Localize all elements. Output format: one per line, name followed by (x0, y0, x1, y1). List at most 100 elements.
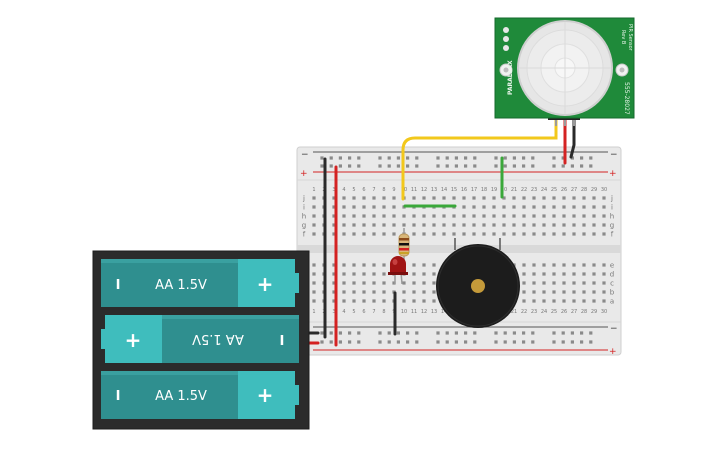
breadboard-hole (582, 232, 586, 236)
breadboard-hole (332, 223, 336, 227)
breadboard-rail-hole (589, 340, 593, 344)
buzzer-center (471, 279, 485, 293)
breadboard-rail-hole (320, 331, 324, 335)
breadboard-hole (482, 196, 486, 200)
led[interactable] (388, 256, 408, 285)
row-letter: h (302, 213, 306, 221)
column-number: 3 (332, 187, 335, 193)
breadboard-hole (462, 232, 466, 236)
breadboard-hole (452, 214, 456, 218)
breadboard-hole (462, 214, 466, 218)
breadboard-hole (392, 205, 396, 209)
column-number: 29 (591, 187, 597, 193)
row-letter: f (303, 231, 306, 239)
breadboard-hole (572, 299, 576, 303)
column-number: 14 (441, 309, 447, 315)
breadboard-hole (572, 263, 576, 267)
breadboard-hole (412, 214, 416, 218)
column-number: 10 (401, 309, 407, 315)
column-number: 24 (541, 309, 547, 315)
breadboard-rail-hole (415, 340, 419, 344)
breadboard-hole (362, 214, 366, 218)
breadboard-hole (332, 281, 336, 285)
breadboard-rail-hole (512, 331, 516, 335)
breadboard-rail-hole (494, 156, 498, 160)
column-number: 23 (531, 309, 537, 315)
breadboard-rail-hole (378, 164, 382, 168)
breadboard-rail-hole (522, 340, 526, 344)
breadboard-hole (582, 263, 586, 267)
breadboard-hole (362, 281, 366, 285)
breadboard-rail-hole (378, 331, 382, 335)
battery-cell-3-label: AA 1.5V (155, 389, 207, 404)
breadboard-hole (492, 214, 496, 218)
rail-plus-top-left: + (300, 169, 308, 179)
breadboard-hole (412, 299, 416, 303)
rail-plus-top-right: + (609, 169, 617, 179)
breadboard-hole (432, 263, 436, 267)
breadboard-hole (372, 290, 376, 294)
breadboard-rail-hole (338, 164, 342, 168)
breadboard-hole (592, 196, 596, 200)
breadboard-hole (562, 299, 566, 303)
battery-pack[interactable]: AA 1.5V + I AA 1.5V + I AA 1.5V + I (92, 250, 310, 430)
breadboard-hole (562, 281, 566, 285)
column-number: 8 (382, 187, 385, 193)
breadboard-rail-hole (454, 156, 458, 160)
breadboard-rail-hole (348, 340, 352, 344)
column-number: 5 (352, 187, 355, 193)
resistor[interactable] (398, 228, 410, 262)
row-letter: c (610, 280, 614, 288)
breadboard-hole (422, 281, 426, 285)
breadboard-hole (522, 272, 526, 276)
column-number: 14 (441, 187, 447, 193)
breadboard-hole (442, 232, 446, 236)
breadboard-hole (592, 205, 596, 209)
breadboard-hole (452, 232, 456, 236)
breadboard-rail-hole (436, 164, 440, 168)
breadboard-hole (312, 196, 316, 200)
breadboard-hole (382, 214, 386, 218)
breadboard-hole (412, 272, 416, 276)
row-letter: j (302, 195, 305, 203)
breadboard-rail-hole (512, 164, 516, 168)
breadboard-rail-hole (473, 340, 477, 344)
breadboard-hole (362, 223, 366, 227)
breadboard-hole (542, 290, 546, 294)
breadboard-hole (342, 205, 346, 209)
wire-yellow-signal (401, 118, 558, 201)
breadboard-rail-hole (348, 331, 352, 335)
breadboard-hole (392, 223, 396, 227)
breadboard-hole (542, 232, 546, 236)
piezo-buzzer[interactable] (436, 238, 520, 328)
breadboard-hole (542, 281, 546, 285)
breadboard-rail-hole (589, 331, 593, 335)
breadboard-hole (592, 223, 596, 227)
breadboard-hole (422, 232, 426, 236)
breadboard-rail-hole (406, 164, 410, 168)
breadboard-hole (352, 272, 356, 276)
breadboard-hole (422, 263, 426, 267)
breadboard-hole (372, 299, 376, 303)
column-number: 29 (591, 309, 597, 315)
column-number: 15 (451, 187, 457, 193)
breadboard-hole (352, 263, 356, 267)
breadboard-rail-hole (531, 164, 535, 168)
breadboard-rail-hole (357, 331, 361, 335)
breadboard-hole (512, 205, 516, 209)
breadboard-rail-hole (580, 164, 584, 168)
column-number: 13 (431, 187, 437, 193)
breadboard-hole (392, 281, 396, 285)
breadboard-hole (372, 232, 376, 236)
breadboard-hole (432, 214, 436, 218)
row-letter: a (610, 298, 614, 306)
breadboard-hole (482, 232, 486, 236)
column-number: 30 (601, 187, 607, 193)
breadboard-hole (562, 290, 566, 294)
breadboard-hole (522, 281, 526, 285)
breadboard-rail-hole (436, 340, 440, 344)
pir-sensor[interactable]: PARALLAX 555-28027 PIR Sensor Rev B (494, 17, 635, 126)
breadboard-hole (502, 232, 506, 236)
breadboard-hole (362, 272, 366, 276)
